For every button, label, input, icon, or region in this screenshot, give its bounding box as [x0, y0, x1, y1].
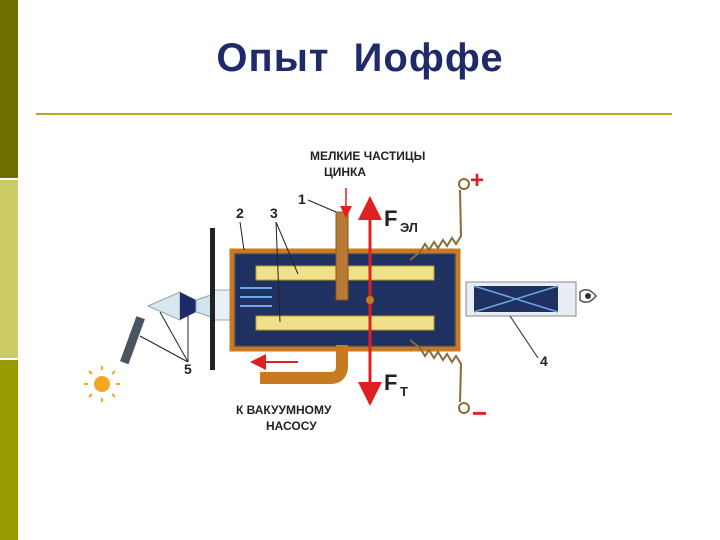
label-zinc-particles-line2: ЦИНКА [324, 165, 366, 179]
zinc-particle [366, 296, 374, 304]
slide-title: Опыт Иоффе [216, 36, 504, 80]
sun-icon [84, 366, 120, 402]
minus-terminal: − [472, 398, 487, 428]
force-gravity-subscript: T [400, 384, 408, 399]
callout-5: 5 [184, 361, 192, 377]
force-electric-subscript: ЭЛ [400, 220, 418, 235]
light-beam-arrows [240, 287, 272, 307]
label-vacuum-pump-line1: К ВАКУУМНОМУ [236, 403, 332, 417]
mirror [120, 316, 145, 365]
plus-terminal: + [470, 167, 484, 194]
callout-1: 1 [298, 191, 306, 207]
vacuum-tube [260, 345, 348, 384]
callout-3: 3 [270, 205, 278, 221]
feed-tube [335, 211, 349, 301]
title-divider [36, 113, 672, 115]
sidebar-segment-bottom [0, 360, 18, 540]
callout-2: 2 [236, 205, 244, 221]
force-electric-symbol: F [384, 206, 397, 231]
sidebar-segment-middle [0, 180, 18, 358]
label-zinc-particles-line1: МЕЛКИЕ ЧАСТИЦЫ [310, 149, 425, 163]
sidebar-stripe [0, 0, 18, 540]
callout-4: 4 [540, 353, 548, 369]
lower-wire-spring [409, 339, 470, 414]
sidebar-segment-top [0, 0, 18, 178]
microscope [465, 281, 597, 317]
upper-wire-spring [409, 178, 470, 261]
ioffe-experiment-diagram: МЕЛКИЕ ЧАСТИЦЫ ЦИНКА К ВАКУУМНОМУ НАСОСУ… [84, 149, 597, 433]
force-gravity-symbol: F [384, 370, 397, 395]
screen-plate [210, 228, 215, 370]
capacitor-plate-lower [255, 315, 435, 331]
optical-system [146, 289, 233, 321]
label-vacuum-pump-line2: НАСОСУ [266, 419, 317, 433]
